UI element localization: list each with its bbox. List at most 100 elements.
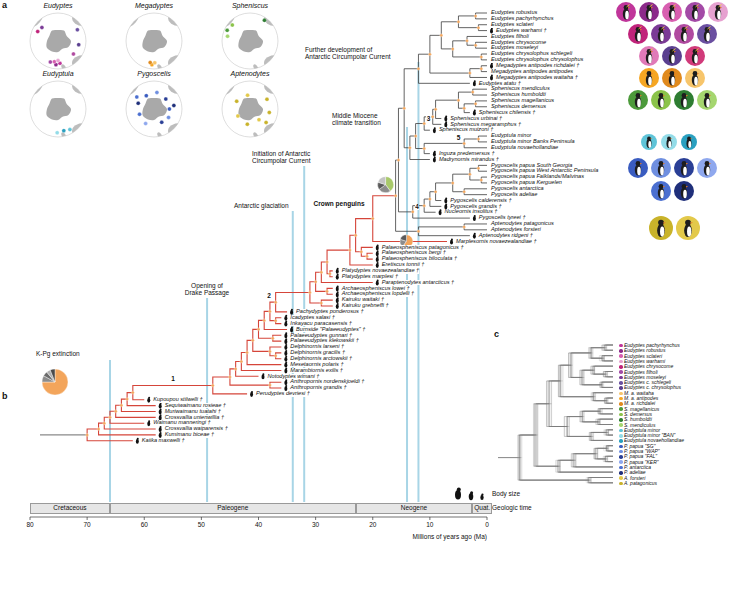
legend-label: M. a. antipodes	[624, 395, 658, 401]
densitree-branch	[558, 365, 568, 381]
densitree-branch	[608, 430, 613, 433]
densitree-branch	[602, 385, 613, 388]
penguin-icon	[663, 95, 665, 96]
penguin-icon	[636, 161, 641, 166]
landmass	[122, 8, 143, 30]
legend-label: M. a. waitaha	[624, 390, 654, 396]
event-lines	[110, 62, 418, 502]
tree-branch	[418, 54, 429, 69]
densitree-branch	[571, 353, 592, 365]
densitree-branch	[607, 448, 613, 451]
densitree-branch	[551, 404, 565, 427]
densitree-branch	[560, 460, 571, 466]
taxon-label: Eudyptes pachyrhynchus	[491, 16, 554, 22]
taxon-label: Pygoscelis grandis †	[450, 204, 501, 210]
densitree-branch	[564, 426, 590, 436]
node-dot	[354, 234, 357, 237]
penguin-icon	[669, 52, 675, 63]
penguin-icon	[662, 68, 682, 88]
densitree-branch	[590, 432, 609, 436]
antarctica	[142, 98, 167, 120]
legend-swatch	[619, 397, 623, 401]
fossil-silhouette	[159, 427, 162, 432]
landmass	[72, 55, 96, 70]
locality-dot	[225, 28, 229, 32]
fossil-silhouette	[434, 157, 436, 159]
densitree-branch	[595, 397, 607, 401]
tree-branch	[410, 136, 416, 148]
densitree-branch	[498, 457, 520, 458]
densitree-branch	[582, 370, 591, 377]
fossil-silhouette	[262, 373, 265, 379]
tree-branch	[476, 45, 487, 48]
fossil-silhouette	[336, 291, 339, 297]
tree-branch	[321, 262, 327, 272]
penguin-icon	[671, 138, 673, 139]
locality-dot	[246, 93, 250, 97]
penguin-icon	[681, 164, 687, 175]
densitree-branch	[572, 454, 596, 461]
penguin-icon	[646, 74, 652, 85]
densitree-branch	[604, 356, 613, 359]
densitree-branch	[597, 448, 607, 453]
fossil-silhouette	[160, 414, 162, 416]
densitree-branch	[590, 480, 613, 483]
fossil-silhouette	[160, 426, 162, 428]
densitree	[498, 345, 613, 483]
densitree-branch	[600, 411, 613, 414]
densitree-branch	[593, 432, 603, 436]
fossil-silhouette	[433, 128, 436, 133]
tree-branch	[310, 292, 321, 303]
fossil-silhouette	[491, 28, 493, 30]
tree-branch	[247, 352, 281, 364]
landmass	[168, 55, 192, 70]
densitree-branch	[537, 435, 557, 466]
densitree-branch	[598, 409, 613, 412]
penguin-icon	[683, 167, 687, 175]
pie-slice	[400, 235, 406, 242]
penguin-icon	[697, 158, 717, 178]
tree-branch	[236, 369, 259, 376]
densitree-branch	[568, 426, 590, 436]
penguin-icon	[658, 187, 664, 198]
landmass	[122, 76, 143, 98]
node-dot	[97, 428, 100, 431]
legend-swatch	[619, 418, 623, 422]
tick-label: 80	[26, 522, 33, 529]
tree-branch	[418, 69, 469, 84]
penguin-icon	[639, 68, 659, 88]
node-dot	[211, 384, 214, 387]
densitree-branch	[604, 372, 613, 375]
map-outline	[12, 70, 104, 138]
densitree-branch	[605, 430, 613, 433]
fossil-silhouette	[284, 338, 287, 344]
taxon-label: Perudyptes devriesi †	[256, 391, 310, 397]
range-map: Eudyptula	[12, 70, 104, 138]
penguin-icon	[683, 190, 687, 198]
node-dot	[440, 34, 443, 37]
penguin-icon	[688, 141, 691, 148]
node-dot	[131, 391, 134, 394]
taxon-label: Delphinornis gracilis †	[290, 350, 345, 356]
penguin-icon	[641, 134, 657, 150]
densitree-branch	[590, 480, 613, 483]
densitree-branch	[560, 460, 575, 466]
penguin-icon	[674, 73, 676, 74]
map-outline	[204, 2, 296, 70]
penguin-icon	[662, 2, 682, 22]
densitree-branch	[598, 422, 613, 425]
densitree-branch	[498, 457, 521, 458]
penguin-icon	[697, 24, 717, 44]
landmass	[264, 78, 286, 94]
taxon-label: Eudyptes moseleyi	[491, 45, 538, 51]
densitree-branch	[538, 404, 549, 435]
fossil-silhouette	[434, 127, 436, 129]
penguin-icon	[696, 49, 699, 52]
range-map: Eudyptes	[12, 2, 104, 70]
legend-entry: Eudyptula minor "BAN"	[619, 432, 675, 438]
fossil-silhouette	[377, 256, 379, 258]
densitree-branch	[607, 432, 613, 435]
densitree-branch	[600, 382, 613, 385]
penguin-icon	[659, 184, 664, 189]
tree-branch	[424, 206, 435, 213]
